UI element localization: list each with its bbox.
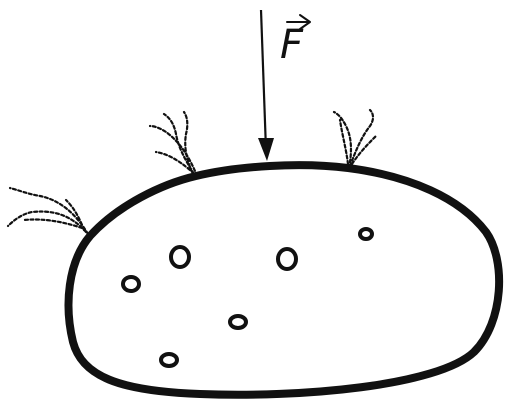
force-label: F <box>280 15 310 68</box>
spot <box>171 247 189 267</box>
spots <box>123 229 372 366</box>
spot <box>230 316 246 328</box>
hair-left <box>8 188 88 234</box>
force-arrow <box>258 10 274 161</box>
hair-middle <box>150 112 197 176</box>
hair-right <box>334 110 376 168</box>
spot <box>360 229 372 239</box>
body-outline <box>69 165 500 395</box>
spot <box>161 354 177 366</box>
force-label-text: F <box>280 22 304 68</box>
spot <box>123 277 139 291</box>
spot <box>278 249 296 269</box>
